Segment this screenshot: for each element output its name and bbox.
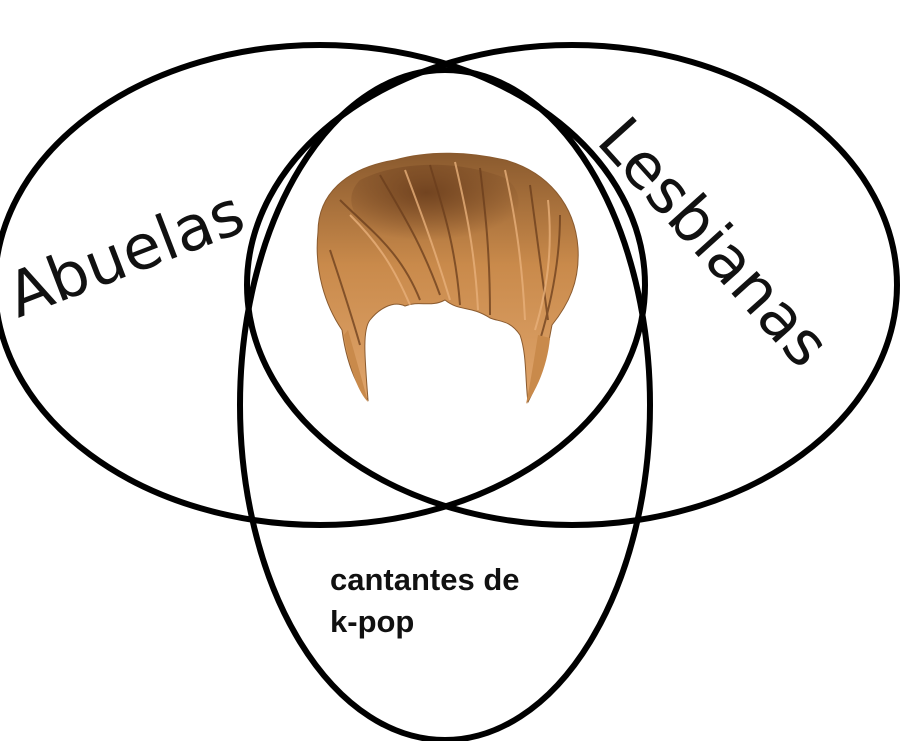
set-abuelas-circle [0,42,648,528]
set-lesbianas-circle [244,42,900,528]
hair-wig-image [316,152,579,404]
set-kpop-oval [237,67,653,741]
set-kpop-label-line1: cantantes de [330,562,520,597]
set-kpop-label-line2: k-pop [330,604,414,639]
set-abuelas-label: Abuelas [0,175,254,332]
